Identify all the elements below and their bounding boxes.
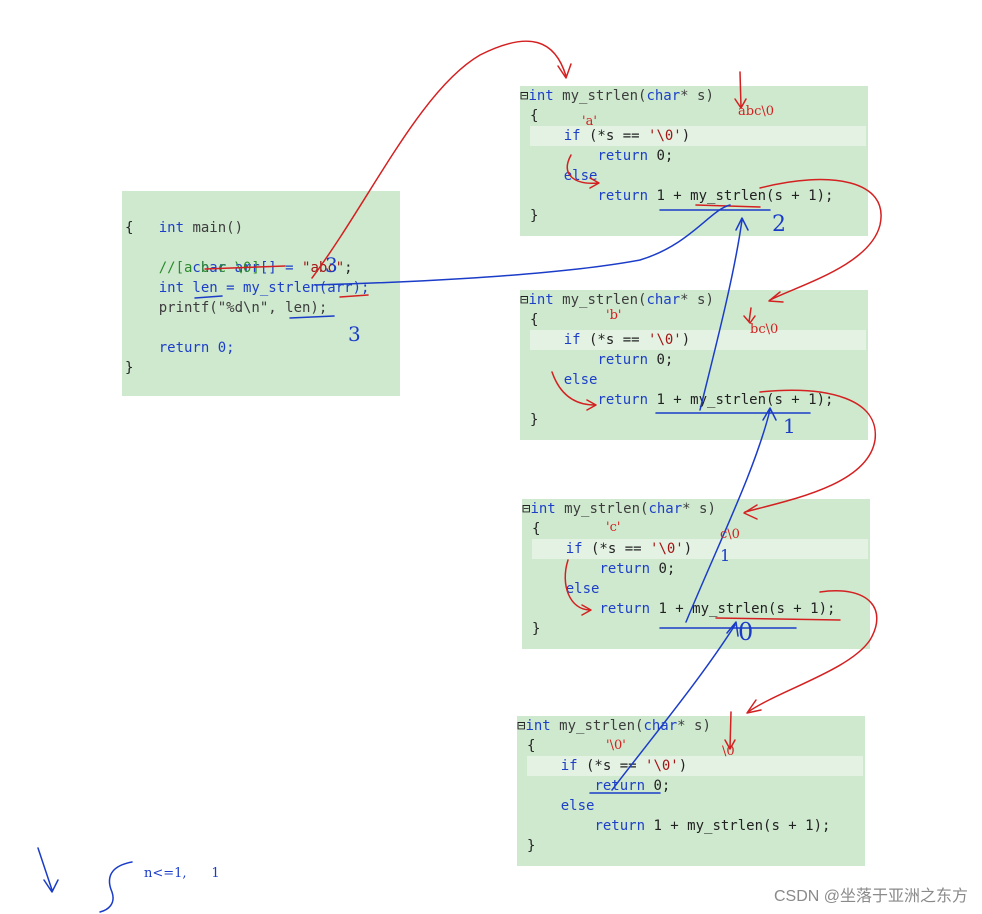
main-function-block: int main() { char arr[] = "abc"; //[a b …	[122, 191, 400, 396]
recursion-frame-1: ⊟int my_strlen(char* s) { if (*s == '\0'…	[520, 86, 868, 236]
frame1-char-label: 'a'	[582, 114, 597, 129]
frame-recursive-return: return 1 + my_strlen(s + 1);	[597, 392, 834, 408]
frame4-string-label: \0	[722, 744, 735, 759]
frame-else: else	[560, 798, 595, 814]
frame3-string-label: c\0	[720, 527, 740, 542]
frame-close-brace: }	[530, 208, 539, 224]
frame-signature: ⊟int my_strlen(char* s)	[520, 292, 714, 308]
main-return-value: 3	[325, 253, 338, 277]
watermark: CSDN @坐落于亚洲之东方	[773, 888, 968, 905]
frame-else: else	[563, 168, 598, 184]
frame-if-line: if (*s == '\0')	[527, 756, 863, 776]
frame3-side-value: 1	[720, 546, 731, 565]
frame-return-zero: return 0;	[599, 561, 676, 577]
frame-recursive-return: return 1 + my_strlen(s + 1);	[594, 818, 831, 834]
frame-return-zero: return 0;	[597, 352, 674, 368]
main-return: return 0;	[125, 340, 235, 356]
frame-open-brace: {	[530, 108, 539, 124]
frame2-string-label: bc\0	[750, 322, 779, 337]
frame-recursive-return: return 1 + my_strlen(s + 1);	[599, 601, 836, 617]
frame-open-brace: {	[532, 521, 541, 537]
frame-return-zero: return 0;	[597, 148, 674, 164]
frame4-char-label: '\0'	[606, 738, 626, 753]
frame-close-brace: }	[530, 412, 539, 428]
frame-if-line: if (*s == '\0')	[530, 126, 866, 146]
frame-return-zero: return 0;	[594, 778, 671, 794]
frame-close-brace: }	[527, 838, 536, 854]
main-len-value: 3	[348, 322, 361, 346]
main-len-call: int len = my_strlen(arr);	[125, 280, 370, 296]
frame-close-brace: }	[532, 621, 541, 637]
recursion-frame-4: ⊟int my_strlen(char* s) { if (*s == '\0'…	[517, 716, 865, 866]
frame3-return-value: 0	[738, 618, 754, 646]
frame-else: else	[565, 581, 600, 597]
frame1-return-value: 2	[772, 212, 786, 237]
bottom-note: n<=1, 1	[144, 866, 220, 881]
main-printf: printf("%d\n", len);	[125, 300, 328, 316]
frame-signature: ⊟int my_strlen(char* s)	[520, 88, 714, 104]
frame-if-line: if (*s == '\0')	[530, 330, 866, 350]
recursion-frame-3: ⊟int my_strlen(char* s) { if (*s == '\0'…	[522, 499, 870, 649]
main-comment: //[a b c \0]	[125, 260, 260, 276]
main-signature: int main()	[158, 220, 244, 236]
frame2-return-value: 1	[783, 414, 796, 438]
frame-else: else	[563, 372, 598, 388]
frame-signature: ⊟int my_strlen(char* s)	[522, 501, 716, 517]
bottom-left-arrow	[37, 847, 59, 893]
frame-open-brace: {	[530, 312, 539, 328]
bottom-left-brace	[99, 861, 133, 913]
arrowhead	[746, 699, 762, 714]
frame-recursive-return: return 1 + my_strlen(s + 1);	[597, 188, 834, 204]
main-close-brace: }	[125, 360, 134, 376]
frame-signature: ⊟int my_strlen(char* s)	[517, 718, 711, 734]
arrowhead	[557, 63, 572, 79]
recursion-frame-2: ⊟int my_strlen(char* s) { if (*s == '\0'…	[520, 290, 868, 440]
frame1-string-label: abc\0	[738, 104, 775, 119]
main-arr-declaration: char arr[] = "abc";	[158, 260, 353, 276]
frame-open-brace: {	[527, 738, 536, 754]
frame3-char-label: 'c'	[606, 520, 621, 535]
frame-if-line: if (*s == '\0')	[532, 539, 868, 559]
main-open-brace: {	[125, 220, 134, 236]
frame2-char-label: 'b'	[606, 308, 622, 323]
